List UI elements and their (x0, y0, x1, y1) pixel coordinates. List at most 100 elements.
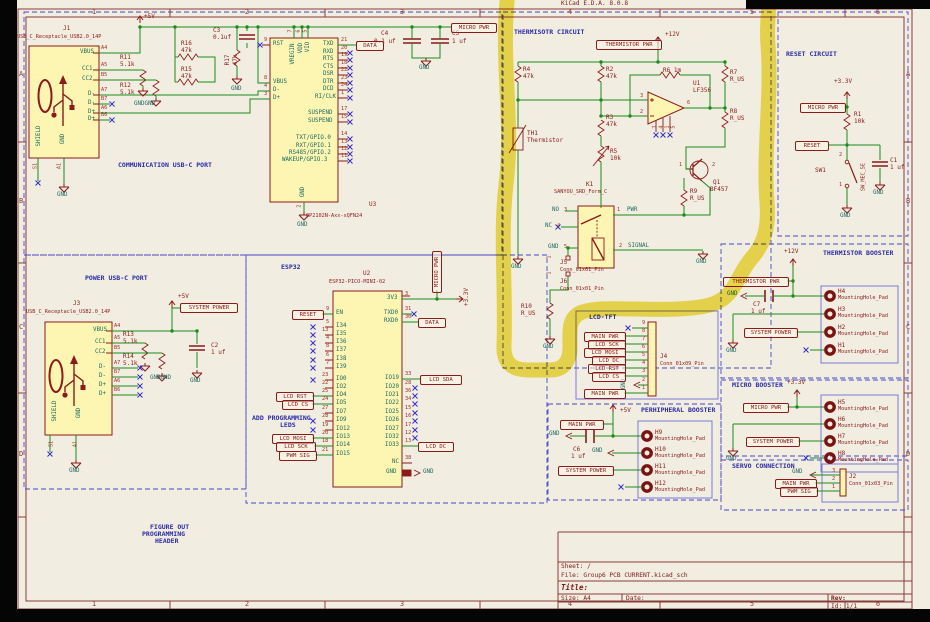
ref-r12[interactable]: R12 (120, 82, 131, 89)
pin-rxd[interactable]: RXD (323, 49, 334, 55)
net-label-main-pwr[interactable]: MAIN PWR (584, 389, 626, 399)
num-24[interactable]: 24 (322, 396, 329, 402)
pin-gnd[interactable]: GND (548, 244, 559, 250)
note-lcd-tft[interactable]: LCD-TFT (589, 313, 617, 321)
num-1[interactable]: 1 (679, 162, 683, 168)
pin-shield[interactable]: SHIELD (52, 400, 59, 422)
num-1[interactable]: 1 (546, 255, 553, 259)
gnd-gnd[interactable]: GND (511, 264, 522, 270)
pin-wakeup-gpio-3[interactable]: WAKEUP/GPIO.3 (282, 157, 328, 163)
pin-dsr[interactable]: DSR (323, 71, 334, 77)
num-12[interactable]: 12 (341, 146, 348, 152)
num-11[interactable]: 11 (341, 153, 348, 159)
pin-i36[interactable]: I36 (336, 339, 347, 345)
note-power-usb-c-port[interactable]: POWER USB-C PORT (85, 274, 148, 282)
net-label-lcd-cs[interactable]: LCD CS (282, 400, 314, 410)
ref-r13[interactable]: R13 (123, 331, 134, 338)
num-b7[interactable]: B7 (114, 369, 121, 375)
gnd-gnd[interactable]: GND (873, 190, 884, 196)
refs-mountinghole-pad[interactable]: MountingHole_Pad (838, 440, 888, 446)
pin-rs485-gpio-2[interactable]: RS485/GPIO.2 (289, 150, 331, 156)
ref-r11[interactable]: R11 (120, 54, 131, 61)
pin-i39[interactable]: I39 (336, 364, 347, 370)
num-a5[interactable]: A5 (101, 62, 108, 68)
num-6[interactable]: 6 (295, 29, 302, 33)
ref-r1[interactable]: R1 (854, 111, 862, 118)
gnd-gndgnd[interactable]: GNDGND (150, 375, 171, 381)
ref-h1[interactable]: H1 (838, 342, 846, 349)
num-18[interactable]: 18 (322, 438, 329, 444)
refs-conn-01x01-pin[interactable]: Conn_01x01_Pin (560, 267, 604, 273)
ref-5-1k[interactable]: 5.1k (123, 338, 138, 345)
net-label-main-pwr[interactable]: MAIN PWR (560, 420, 604, 430)
num-s1[interactable]: S1 (32, 162, 39, 170)
net-label-thermistor-pwr[interactable]: THERMISTOR PWR (723, 277, 789, 287)
pin-rst[interactable]: RST (273, 41, 284, 47)
pin-no[interactable]: NO (552, 207, 559, 213)
ref-r16[interactable]: R16 (181, 40, 192, 47)
ref-r14[interactable]: R14 (123, 353, 134, 360)
pin-io14[interactable]: IO14 (336, 442, 350, 448)
gnd-gnd[interactable]: GND (297, 222, 308, 228)
gnd-gnd[interactable]: GND (726, 456, 737, 462)
net-label-thermistor-pwr[interactable]: THERMISTOR PWR (596, 40, 662, 50)
gnd-gnd[interactable]: GND (69, 468, 80, 474)
ref-1-uf[interactable]: 1 uf (452, 38, 467, 45)
num-3[interactable]: 3 (642, 368, 646, 374)
refs-conn-01x01-pin[interactable]: Conn_01x01_Pin (560, 286, 604, 292)
pin-d[interactable]: D+ (99, 391, 106, 397)
num-4[interactable]: 4 (264, 83, 268, 89)
ref-u3[interactable]: U3 (369, 201, 377, 208)
num-1[interactable]: 1 (642, 385, 646, 391)
ref-u2[interactable]: U2 (363, 270, 371, 277)
pin-gnd[interactable]: GND (76, 407, 83, 419)
ref-10k[interactable]: 10k (610, 155, 621, 162)
pin-nc[interactable]: NC (545, 223, 552, 229)
num-15[interactable]: 15 (405, 405, 412, 411)
pin-i34[interactable]: I34 (336, 323, 347, 329)
num-2[interactable]: 2 (642, 377, 646, 383)
num-34[interactable]: 34 (405, 396, 412, 402)
num-2[interactable]: 2 (640, 109, 644, 115)
num-13[interactable]: 13 (341, 139, 348, 145)
refs-conn-01x09-pin[interactable]: Conn_01x09_Pin (660, 361, 704, 367)
note-figure-out[interactable]: FIGURE OUT (150, 523, 190, 531)
pin-gnd[interactable]: GND (300, 186, 307, 198)
ref-c3[interactable]: C3 (213, 27, 221, 34)
pin-io9[interactable]: IO9 (336, 417, 347, 423)
num-3[interactable]: 3 (832, 468, 836, 474)
num-7[interactable]: 7 (642, 336, 646, 342)
ref-10k[interactable]: 10k (854, 118, 865, 125)
ref-47k[interactable]: 47k (181, 73, 192, 80)
pwr-3-3v[interactable]: +3.3V (787, 379, 806, 386)
num-8[interactable]: 8 (264, 75, 268, 81)
num-22[interactable]: 22 (341, 67, 348, 73)
net-label-lcd-sda[interactable]: LCD SDA (420, 375, 462, 385)
net-label-system-power[interactable]: SYSTEM POWER (180, 303, 238, 313)
refs-esp32-pico-mini-02[interactable]: ESP32-PICO-MINI-02 (329, 279, 386, 285)
refs-conn-01x03-pin[interactable]: Conn_01x03_Pin (849, 481, 893, 487)
num-9[interactable]: 9 (264, 37, 268, 43)
pwr-5v[interactable]: +5V (178, 293, 189, 300)
pin-txd[interactable]: TXD (323, 41, 334, 47)
num-33[interactable]: 33 (405, 371, 412, 377)
pin-shield[interactable]: SHIELD (36, 125, 43, 147)
ref-j4[interactable]: J4 (660, 353, 668, 360)
ref-h8[interactable]: H8 (838, 450, 846, 457)
num-30[interactable]: 30 (405, 314, 412, 320)
ref-c4[interactable]: C4 (381, 30, 389, 37)
ref-r6-1m[interactable]: R6 1m (663, 67, 682, 74)
gnd-gnd[interactable]: GND (419, 65, 430, 71)
ref-h5[interactable]: H5 (838, 399, 846, 406)
ref-1-uf[interactable]: 1 uf (571, 453, 586, 460)
num-16[interactable]: 16 (405, 413, 412, 419)
net-label-pwm-sig[interactable]: PWM SIG (780, 487, 818, 497)
pin-io25[interactable]: IO25 (385, 409, 399, 415)
pin-cc1[interactable]: CC1 (95, 339, 106, 345)
ref-r-us[interactable]: R_US (690, 195, 705, 202)
pin-vio[interactable]: VIO (305, 41, 312, 53)
num-b6[interactable]: B6 (101, 112, 108, 118)
note-leds[interactable]: LEDS (280, 421, 296, 429)
ref-thermistor[interactable]: Thermistor (527, 137, 564, 144)
pin-pwr[interactable]: PWR (627, 207, 638, 213)
